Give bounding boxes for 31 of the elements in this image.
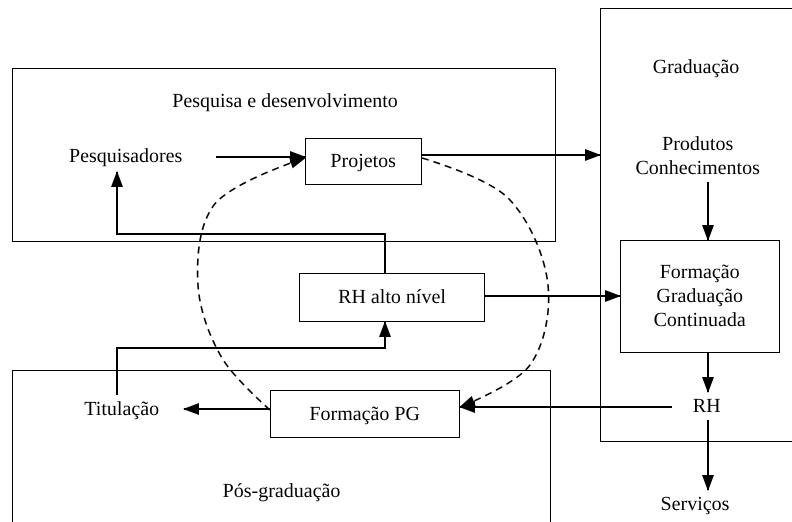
section-title: Graduação [652,55,740,79]
box-label: RH alto nível [337,285,447,309]
arrow [485,290,621,302]
node-label: RH [692,394,722,418]
section-box [12,68,556,242]
box-label: Projetos [329,148,397,173]
section-box [12,370,551,522]
box-label: Formação PG [308,402,421,426]
arrow [116,321,391,395]
node-label: Serviços [660,492,730,516]
arrow [216,151,306,163]
process-box [304,138,422,185]
node-label: Produtos Conhecimentos [634,132,761,180]
node-label: Titulação [83,396,160,421]
dashed-arrow [196,157,306,411]
arrow [111,171,386,273]
node-label: Pesquisadores [68,144,184,168]
section-title: Pesquisa e desenvolvimento [171,89,399,113]
dashed-arrow [422,157,550,408]
section-box [600,8,792,442]
process-box [620,240,780,353]
arrow [183,403,270,415]
process-box [270,390,460,438]
arrow [702,420,714,491]
section-title: Pós-graduação [222,479,342,503]
process-box [299,273,485,322]
arrow [702,353,714,393]
arrow [422,149,601,161]
arrow [702,182,714,241]
box-label: Formação Graduação Continuada [652,260,747,332]
arrow [459,401,672,413]
